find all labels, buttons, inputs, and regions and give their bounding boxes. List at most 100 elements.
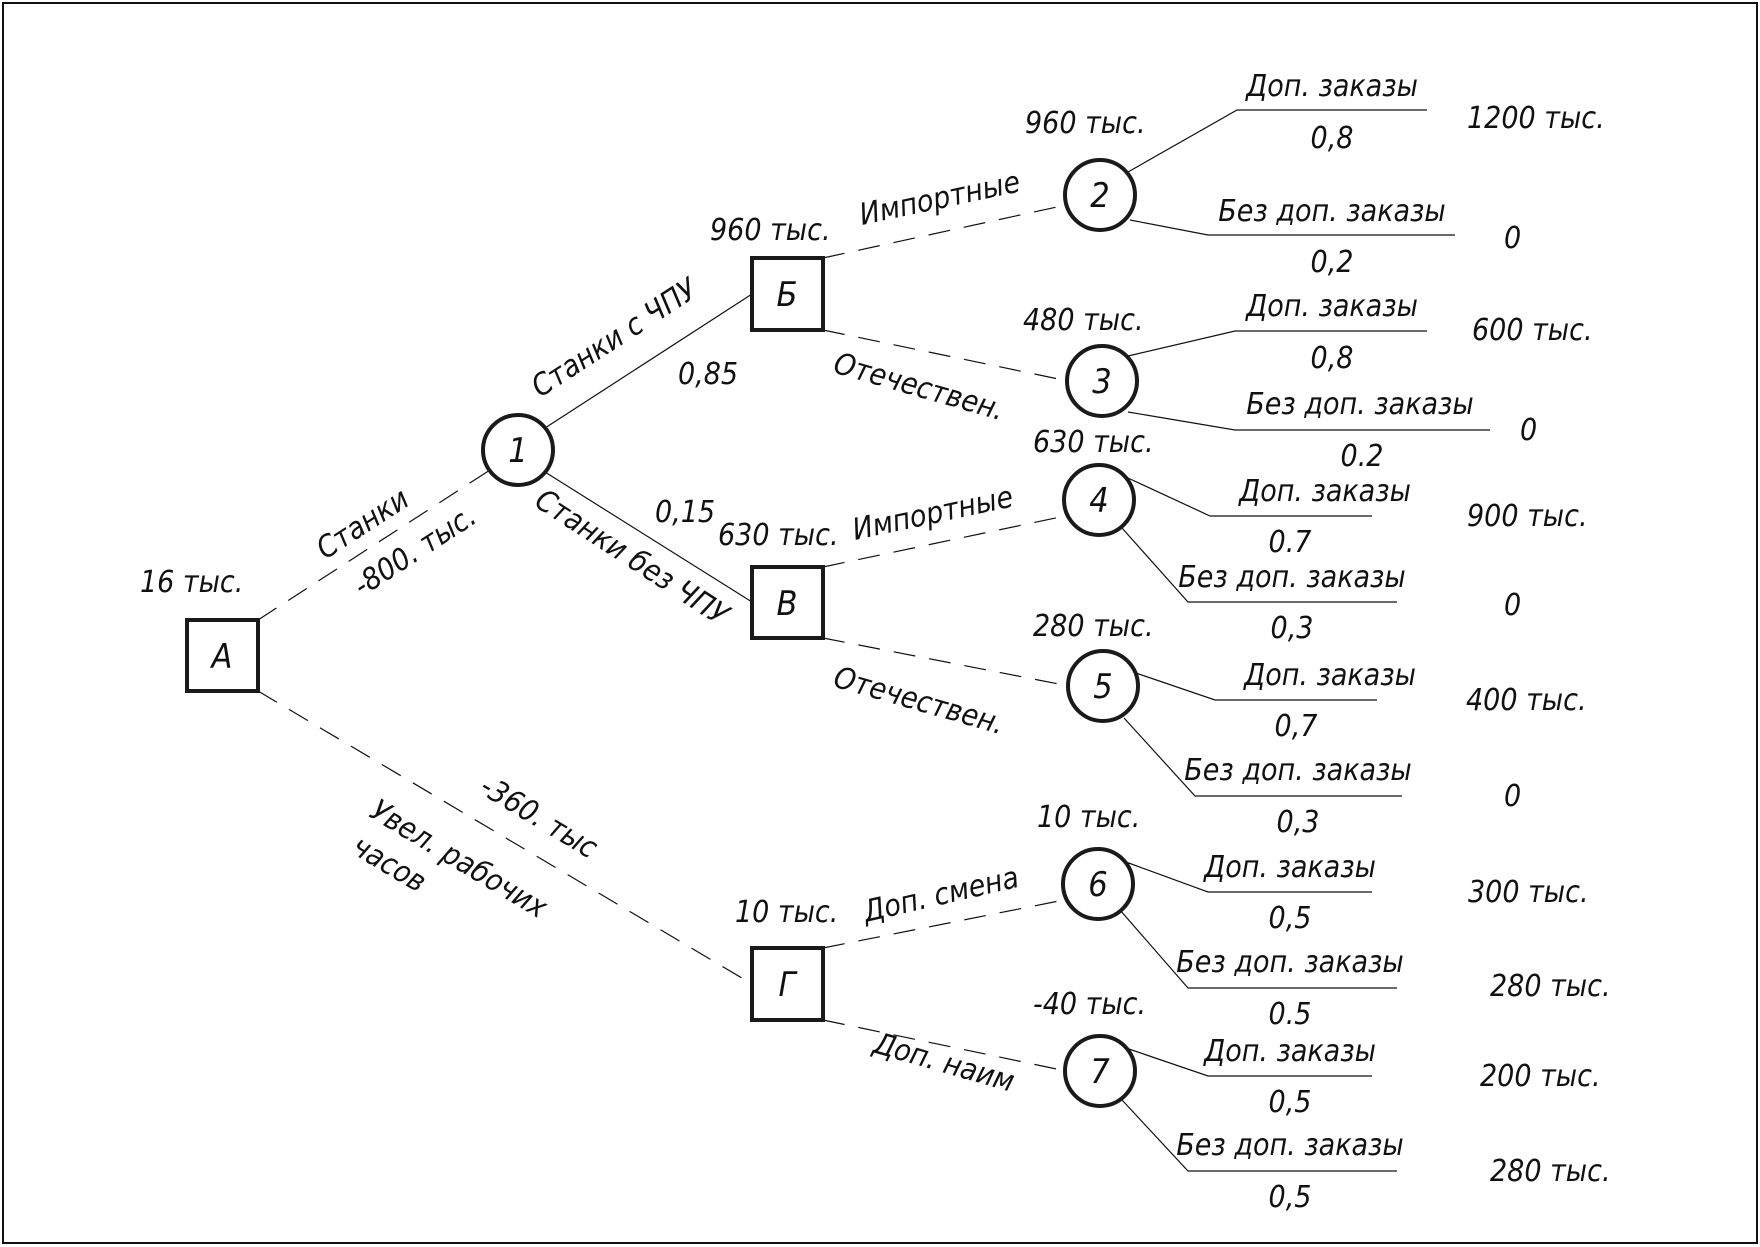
outcome-4a-payoff: 900 тыс. (1467, 499, 1588, 534)
outcome-7a-payoff: 200 тыс. (1480, 1059, 1601, 1094)
node-v-label: В (777, 584, 798, 624)
chance-node-7[interactable]: 7 (1063, 1034, 1137, 1108)
outcome-line-7a (1125, 1047, 1372, 1077)
branch-label-v-imported: Импортные (849, 480, 1016, 548)
node-7-value: -40 тыс. (1033, 987, 1146, 1022)
outcome-line-4b (1121, 527, 1397, 603)
node-6-label: 6 (1088, 865, 1107, 905)
outcome-2a-payoff: 1200 тыс. (1467, 101, 1605, 136)
outcome-7a-probability: 0,5 (1269, 1085, 1312, 1120)
node-7-label: 7 (1090, 1052, 1110, 1092)
decision-node-v[interactable]: В (750, 565, 825, 640)
edge-v-to-4 (822, 515, 1066, 568)
outcome-5a-probability: 0,7 (1275, 709, 1318, 744)
outcome-line-6b (1119, 909, 1397, 989)
node-4-label: 4 (1089, 481, 1108, 521)
branch-cost-hours: -360. тыс (474, 769, 604, 866)
outcome-line-5b (1123, 717, 1402, 797)
outcome-3b-payoff: 0 (1520, 413, 1537, 448)
outcome-2b-payoff: 0 (1504, 221, 1521, 256)
outcome-7a-label: Доп. заказы (1203, 1034, 1376, 1069)
chance-node-4[interactable]: 4 (1062, 463, 1136, 537)
outcome-2b-label: Без доп. заказы (1218, 194, 1445, 229)
node-g-value: 10 тыс. (735, 895, 838, 930)
branch-label-b-imported: Импортные (856, 165, 1023, 233)
node-2-label: 2 (1090, 176, 1109, 216)
decision-node-g[interactable]: Г (750, 946, 825, 1022)
node-5-label: 5 (1093, 667, 1112, 707)
outcome-line-2b (1129, 219, 1455, 236)
branch-label-b-domestic: Отечествен. (830, 346, 1008, 428)
outcome-3a-label: Доп. заказы (1245, 289, 1418, 324)
outcome-5b-probability: 0,3 (1277, 805, 1320, 840)
chance-node-3[interactable]: 3 (1065, 344, 1139, 418)
outcome-5b-payoff: 0 (1504, 779, 1521, 814)
outcome-7b-probability: 0,5 (1269, 1180, 1312, 1215)
branch-prob-cnc: 0,85 (678, 357, 738, 392)
outcome-2a-label: Доп. заказы (1245, 69, 1418, 104)
chance-node-5[interactable]: 5 (1066, 649, 1140, 723)
outcome-6b-probability: 0.5 (1269, 997, 1312, 1032)
decision-node-b[interactable]: Б (750, 256, 825, 332)
outcome-6a-probability: 0,5 (1269, 901, 1312, 936)
outcome-4b-payoff: 0 (1504, 588, 1521, 623)
outcome-6a-payoff: 300 тыс. (1468, 875, 1589, 910)
node-b-label: Б (777, 275, 798, 315)
outcome-4a-probability: 0.7 (1269, 525, 1312, 560)
outcome-2b-probability: 0,2 (1311, 245, 1354, 280)
branch-label-v-domestic: Отечествен. (830, 660, 1008, 742)
node-1-label: 1 (508, 431, 527, 471)
node-a-label: А (210, 637, 233, 677)
edge-b-to-2 (822, 204, 1067, 259)
edge-v-to-5 (822, 637, 1070, 687)
chance-node-6[interactable]: 6 (1061, 847, 1135, 921)
outcome-3a-probability: 0,8 (1311, 341, 1354, 376)
node-v-value: 630 тыс. (718, 518, 839, 553)
outcome-line-3b (1127, 411, 1490, 431)
outcome-6b-payoff: 280 тыс. (1490, 969, 1611, 1004)
node-b-value: 960 тыс. (710, 213, 831, 248)
node-2-value: 960 тыс. (1025, 106, 1146, 141)
outcome-7b-label: Без доп. заказы (1176, 1128, 1403, 1163)
outcome-7b-payoff: 280 тыс. (1490, 1154, 1611, 1189)
node-5-value: 280 тыс. (1033, 609, 1154, 644)
outcome-5b-label: Без доп. заказы (1184, 753, 1411, 788)
edge-a-to-g (257, 690, 753, 985)
outcome-3b-label: Без доп. заказы (1246, 387, 1473, 422)
outcome-line-5a (1129, 670, 1377, 701)
outcome-3a-payoff: 600 тыс. (1472, 313, 1593, 348)
outcome-line-3a (1127, 330, 1427, 357)
outcome-6b-label: Без доп. заказы (1176, 945, 1403, 980)
node-3-label: 3 (1092, 362, 1111, 402)
node-6-value: 10 тыс. (1037, 800, 1140, 835)
outcome-6a-label: Доп. заказы (1203, 850, 1376, 885)
outcome-2a-probability: 0,8 (1311, 121, 1354, 156)
outcome-4b-label: Без доп. заказы (1178, 560, 1405, 595)
edge-1-to-v (544, 471, 753, 603)
edge-g-to-6 (822, 899, 1065, 949)
node-4-value: 630 тыс. (1033, 425, 1154, 460)
decision-node-a[interactable]: А (185, 618, 260, 693)
outcome-4a-label: Доп. заказы (1238, 474, 1411, 509)
outcome-line-6a (1125, 861, 1372, 893)
branch-label-g-extra-hire: Доп. наим (869, 1026, 1018, 1100)
edge-a-to-1 (257, 469, 491, 621)
branch-prob-no-cnc: 0,15 (655, 495, 715, 530)
edge-b-to-3 (822, 329, 1069, 382)
node-a-value: 16 тыс. (140, 565, 243, 600)
outcome-line-2a (1127, 109, 1427, 173)
outcome-3b-probability: 0.2 (1341, 439, 1384, 474)
outcome-5a-label: Доп. заказы (1243, 658, 1416, 693)
outcome-line-7b (1121, 1099, 1397, 1172)
node-g-label: Г (778, 965, 798, 1005)
chance-node-2[interactable]: 2 (1063, 158, 1137, 232)
outcome-5a-payoff: 400 тыс. (1466, 683, 1587, 718)
edge-g-to-7 (822, 1019, 1067, 1072)
outcome-line-4a (1127, 477, 1372, 517)
edge-1-to-b (544, 293, 753, 429)
node-3-value: 480 тыс. (1023, 303, 1144, 338)
outcome-4b-probability: 0,3 (1271, 611, 1314, 646)
chance-node-1[interactable]: 1 (481, 413, 555, 487)
